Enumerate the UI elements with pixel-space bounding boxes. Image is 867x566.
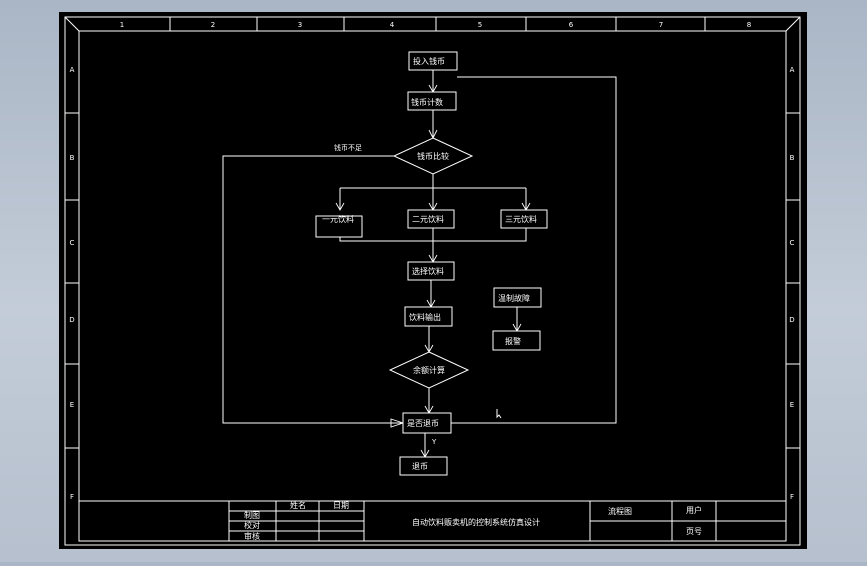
col-label-8: 8 (747, 21, 751, 29)
row-label-check: 校对 (244, 520, 260, 530)
label-alarm: 报警 (505, 336, 521, 346)
box-refund-query[interactable] (402, 412, 452, 434)
header-date: 日期 (333, 501, 349, 510)
label-refund-query: 是否退币 (407, 419, 439, 428)
column-dividers (169, 17, 706, 31)
col-label-5: 5 (478, 21, 482, 29)
flowchart: 投入钱币 钱币计数 钱币比较 钱币不足 一元饮料 二元饮料 三元饮料 (222, 51, 617, 476)
label-coin-count: 钱币计数 (411, 97, 443, 107)
box-drink-1[interactable] (315, 215, 363, 238)
col-label-7: 7 (659, 21, 663, 29)
row-label-e-right: E (790, 401, 794, 409)
outer-frame (64, 16, 801, 546)
drawing-name: 流程图 (608, 506, 632, 516)
box-drink-2[interactable] (407, 209, 455, 229)
box-refund[interactable] (399, 456, 448, 476)
label-drink-3: 三元饮料 (505, 214, 537, 224)
row-label-review: 审核 (244, 531, 260, 541)
row-label-b-left: B (70, 154, 75, 162)
label-drink-1: 一元饮料 (322, 214, 354, 224)
inner-frame (78, 30, 787, 542)
row-label-a-right: A (790, 66, 795, 74)
box-coin-count[interactable] (407, 91, 457, 111)
row-label-e-left: E (70, 401, 74, 409)
label-balance: 余额计算 (413, 365, 445, 375)
row-label-b-right: B (790, 154, 795, 162)
title-block: 姓名 日期 制图 校对 审核 自动饮料贩卖机的控制系统仿真设计 流程图 用户 页… (79, 500, 786, 541)
row-label-a-left: A (70, 66, 75, 74)
label-page: 页号 (686, 527, 702, 536)
col-label-6: 6 (569, 21, 574, 29)
label-insufficient: 钱币不足 (334, 143, 362, 152)
row-label-d-right: D (789, 316, 794, 324)
label-refund: 退币 (412, 462, 428, 471)
label-yes: Y (431, 438, 437, 446)
row-label-d-left: D (69, 316, 74, 324)
project-title: 自动饮料贩卖机的控制系统仿真设计 (412, 517, 540, 527)
label-fault: 温制故障 (498, 293, 530, 303)
box-alarm[interactable] (492, 330, 541, 351)
row-label-c-right: C (790, 239, 795, 247)
row-label-f-right: F (790, 493, 794, 501)
header-name: 姓名 (290, 500, 306, 510)
box-drink-3[interactable] (500, 209, 548, 229)
label-drink-2: 二元饮料 (412, 214, 444, 224)
label-coin-in: 投入钱币 (413, 56, 445, 66)
col-label-4: 4 (390, 21, 395, 29)
label-drink-output: 饮料输出 (409, 312, 441, 322)
row-dividers (65, 112, 800, 449)
col-label-3: 3 (298, 21, 302, 29)
label-coin-compare: 钱币比较 (417, 151, 449, 161)
row-label-f-left: F (70, 493, 74, 501)
row-label-c-left: C (70, 239, 75, 247)
label-select-drink: 选择饮料 (412, 266, 444, 276)
row-label-draw: 制图 (244, 510, 260, 520)
label-user: 用户 (686, 505, 702, 515)
col-label-2: 2 (211, 21, 215, 29)
cursor-icon (496, 409, 502, 419)
col-label-1: 1 (120, 21, 124, 29)
